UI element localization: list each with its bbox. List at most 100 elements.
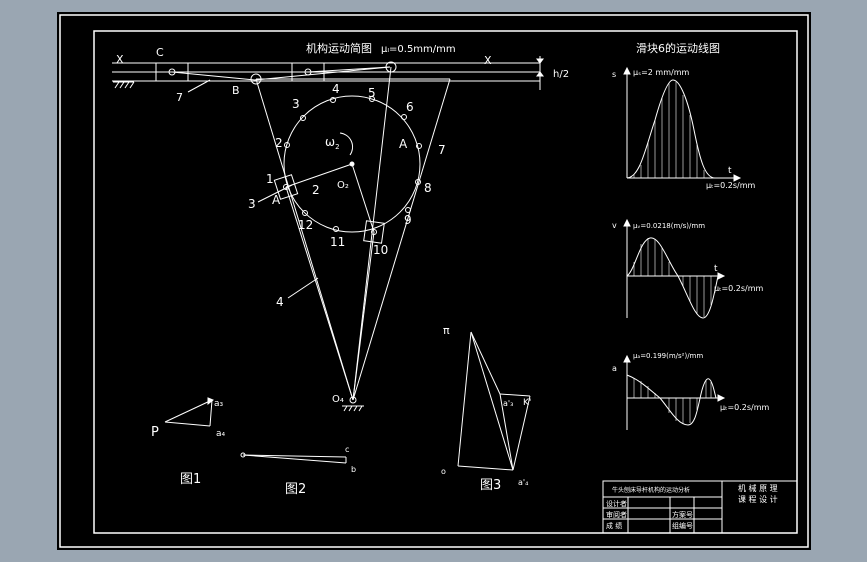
a-scale: μₐ=0.199(m/s²)/mm [633,352,703,360]
fig3-o: o [441,467,446,476]
position-label: 2 [275,136,283,150]
link-7-left [171,71,256,81]
crank-center-label: O₂ [337,180,349,191]
ground-hatch [114,81,135,89]
fig3-a4: a'₄ [518,478,528,487]
fig2-c: c [345,445,349,454]
title-block-right-row: 组编号 [672,521,693,530]
title-block-course-1: 机 械 原 理 [738,483,778,493]
fig3-pi: π [443,324,450,337]
fig1-a3: a₃ [214,399,224,409]
position-label: 11 [330,235,345,249]
motion-curves: 滑块6的运动线图 s μₛ=2 mm/mm t μₜ=0.2s/mm [612,41,770,430]
title-block-row: 成 绩 [606,521,622,530]
fig3-pi-o [457,331,472,467]
rocker-pivot [349,396,357,404]
s-hatch [633,82,705,178]
slider-c-label: C [156,46,164,59]
v-label: v [612,221,617,230]
position-label: 10 [373,243,388,257]
v-t-label: t [714,264,718,274]
fig1-arrow [207,397,214,406]
position-marker [333,226,339,232]
x-label-right: X [484,54,492,67]
title-block-row: 设计者 [606,499,627,508]
fig1-p: P [151,425,159,440]
a-curve [626,374,717,426]
position-marker [371,229,377,235]
position-marker [416,143,422,149]
crank-circle [283,95,421,233]
s-t-label: t [728,166,732,176]
x-label-left: X [116,53,124,66]
slider-six [291,62,325,82]
omega-arrow [339,132,354,156]
fig3-caption: 图3 [480,478,501,493]
rocker-line-low [352,231,375,401]
fig1-p-a3 [164,399,213,423]
a-axis-arrow [623,354,631,363]
s-t-scale: μₜ=0.2s/mm [706,181,756,190]
v-t-scale: μₜ=0.2s/mm [714,284,764,293]
mechanism-scale: μₗ=0.5mm/mm [381,44,456,55]
fig1-a3-a4 [209,399,213,427]
title-block-course-2: 课 程 设 计 [738,494,778,504]
h-half-label: h/2 [553,69,569,80]
s-axis-arrow [623,66,631,75]
crank-arm-low [351,163,375,233]
fig1-a4: a₄ [216,429,226,439]
fig3-pi-a4 [470,331,514,471]
velocity-chart: v μᵥ=0.0218(m/s)/mm t μₜ=0.2s/mm [612,218,764,319]
a-hatch [633,378,712,424]
inner-frame [93,30,798,534]
link-2-label: 2 [312,183,320,197]
title-block-row: 审阅者 [606,510,627,519]
fig1-caption: 图1 [180,472,201,487]
fig3-o-a4 [457,465,514,471]
position-label: 5 [368,86,376,100]
pivot-hatch [343,405,363,412]
rocker-line-left [255,78,354,401]
position-marker [401,114,407,120]
position-marker [405,207,411,213]
s-label: s [612,70,616,79]
motion-title: 滑块6的运动线图 [636,41,720,55]
rocker-slider-one [273,174,299,200]
slider-c [155,62,189,82]
v-curve [626,237,719,319]
rocker-pivot-label: O₄ [332,394,344,405]
position-marker [415,179,421,185]
position-label: 3 [292,97,300,111]
title-block-frame [602,480,798,534]
rocker-line-right [352,78,451,401]
mechanism-title: 机构运动简图 [306,41,372,55]
omega-label: ω2 [325,135,340,151]
joint-right [385,61,397,73]
fig3-k-a4 [512,395,531,471]
fig2-caption: 图2 [285,482,306,497]
position-label: 4 [332,82,340,96]
position-label: 7 [438,143,446,157]
leader-4 [287,277,319,299]
h-arrow-bottom [536,71,544,77]
rocker-line-a [285,186,354,401]
leader-3 [257,184,293,203]
fig2-b: b [351,465,356,474]
crank-center [349,161,355,167]
point-a-right: A [399,137,408,151]
position-markers [283,96,422,235]
link-3-label: 3 [248,197,256,211]
fig2-o-b [242,454,347,464]
fig3-a3-a4 [499,393,514,471]
position-marker [330,97,336,103]
title-block-project: 牛头刨床导杆机构的运动分析 [612,486,690,494]
acceleration-chart: a μₐ=0.199(m/s²)/mm μₜ=0.2s/mm [612,352,770,430]
position-marker [369,96,375,102]
position-label: 6 [406,100,414,114]
figure-1: P a₃ a₄ 图1 [151,397,226,487]
s-scale: μₛ=2 mm/mm [633,68,689,77]
crank-arm [285,163,353,188]
outer-frame [59,14,809,548]
position-marker [300,115,306,121]
